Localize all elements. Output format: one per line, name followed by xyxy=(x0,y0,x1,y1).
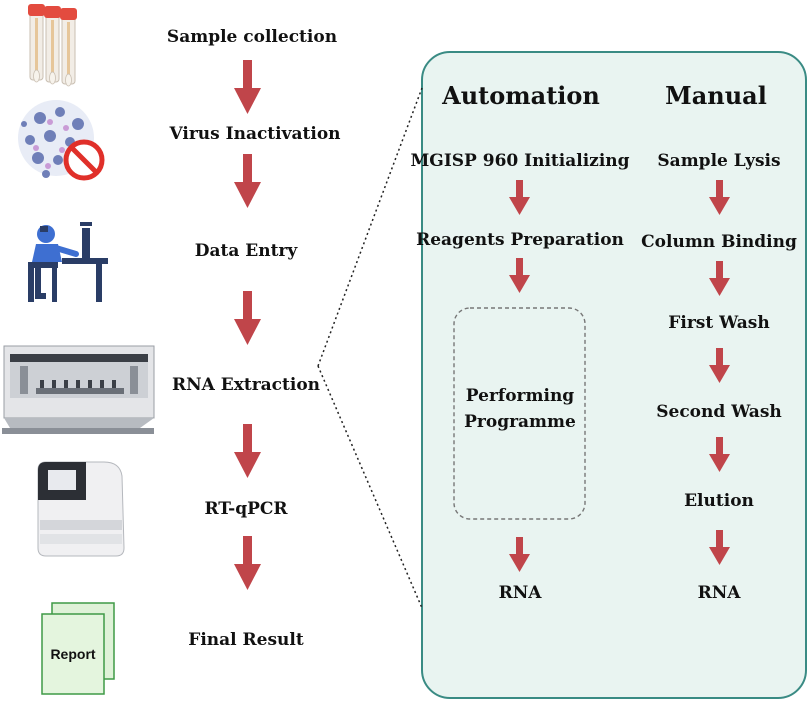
programme-line-1: Performing xyxy=(465,386,575,406)
manual-step-column-binding: Column Binding xyxy=(641,232,797,252)
rt-qpcr-machine-icon xyxy=(37,461,125,557)
automation-title: Automation xyxy=(442,81,600,110)
step-final-result: Final Result xyxy=(188,630,304,650)
arrow-down-icon xyxy=(509,258,530,293)
arrow-down-icon xyxy=(709,348,730,383)
methods-panel xyxy=(421,51,807,699)
step-rt-qpcr: RT-qPCR xyxy=(204,499,288,519)
arrow-down-icon xyxy=(234,154,261,208)
automation-arrows xyxy=(509,180,530,572)
manual-output-rna: RNA xyxy=(697,583,741,603)
arrow-down-icon xyxy=(234,424,261,478)
arrow-down-icon xyxy=(234,60,261,114)
arrow-down-icon xyxy=(509,180,530,215)
manual-step-second-wash: Second Wash xyxy=(656,402,782,422)
step-data-entry: Data Entry xyxy=(194,241,298,261)
programme-box xyxy=(453,307,586,520)
manual-step-sample-lysis: Sample Lysis xyxy=(657,151,781,171)
report-label: Report xyxy=(50,646,96,662)
data-entry-person-icon xyxy=(28,222,108,302)
zoom-connector-bottom xyxy=(317,365,423,609)
rna-extraction-instrument-icon xyxy=(2,345,155,434)
virus-inactivation-icon xyxy=(18,100,105,181)
left-arrows xyxy=(234,60,261,590)
manual-title: Manual xyxy=(665,81,767,110)
step-rna-extraction: RNA Extraction xyxy=(171,375,321,395)
manual-arrows xyxy=(709,180,730,565)
arrow-down-icon xyxy=(234,291,261,345)
automation-output-rna: RNA xyxy=(498,583,542,603)
automation-step-reagents: Reagents Preparation xyxy=(416,230,624,250)
programme-line-2: Programme xyxy=(464,412,576,432)
step-virus-inactivation: Virus Inactivation xyxy=(169,124,341,144)
sample-tubes-icon xyxy=(28,4,77,87)
manual-step-elution: Elution xyxy=(684,491,754,511)
report-document-icon xyxy=(41,602,115,695)
step-sample-collection: Sample collection xyxy=(166,27,338,47)
arrow-down-icon xyxy=(509,537,530,572)
arrow-down-icon xyxy=(234,536,261,590)
arrow-down-icon xyxy=(709,261,730,296)
arrow-down-icon xyxy=(709,180,730,215)
automation-step-programme: Performing Programme xyxy=(450,383,590,435)
manual-step-first-wash: First Wash xyxy=(668,313,770,333)
automation-step-initializing: MGISP 960 Initializing xyxy=(410,151,630,171)
arrow-down-icon xyxy=(709,437,730,472)
arrow-down-icon xyxy=(709,530,730,565)
